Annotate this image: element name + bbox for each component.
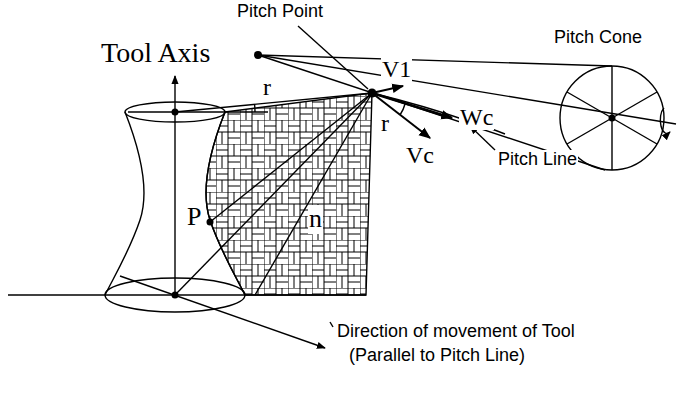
velocity-label: Vc	[405, 142, 435, 168]
direction-note: (Parallel to Pitch Line)	[348, 346, 526, 366]
velocity-label: V1	[381, 56, 412, 82]
pitch-point-leader	[298, 26, 368, 89]
pitch-point-label: Pitch Point	[236, 2, 324, 22]
point-label: P	[186, 203, 202, 232]
angle-arc-velocity	[400, 104, 405, 115]
point-p-dot	[207, 219, 214, 226]
pitch-line-curve	[372, 93, 505, 134]
tool-profile-left	[105, 112, 144, 295]
vc-vector	[372, 93, 430, 138]
angle-label: r	[262, 74, 272, 100]
direction-label: Direction of movement of Tool	[336, 322, 576, 342]
label-tick	[330, 322, 333, 327]
plane-top-edge	[175, 93, 372, 112]
bottom-reference-line	[8, 294, 366, 295]
pitch-cone-label: Pitch Cone	[553, 28, 643, 48]
rotation-arrow	[660, 108, 670, 133]
tool-profile-right	[206, 112, 245, 295]
line-axis-to-pitch-point	[175, 93, 372, 295]
line-p-to-pitch-point	[210, 93, 372, 222]
movement-direction-arrow	[120, 276, 325, 348]
velocity-label: Wc	[459, 104, 494, 130]
pitch-line-label: Pitch Line	[497, 150, 578, 170]
cone-apex-dot	[254, 51, 262, 59]
cone-lower-generatrix	[258, 55, 605, 170]
pitch-point-dot	[368, 89, 377, 98]
tool-axis-label: Tool Axis	[100, 38, 211, 69]
normal-label: n	[308, 205, 323, 234]
axis-top-dot	[172, 109, 179, 116]
angle-arc	[254, 105, 256, 113]
top-reference-line	[128, 111, 268, 112]
cone-base-spokes	[567, 66, 657, 170]
angle-label: r	[380, 110, 390, 136]
normal-line	[255, 93, 372, 295]
contact-plane	[206, 93, 372, 295]
v1-vector	[372, 86, 403, 93]
cone-center-dot	[609, 115, 616, 122]
axis-bottom-dot	[172, 292, 179, 299]
